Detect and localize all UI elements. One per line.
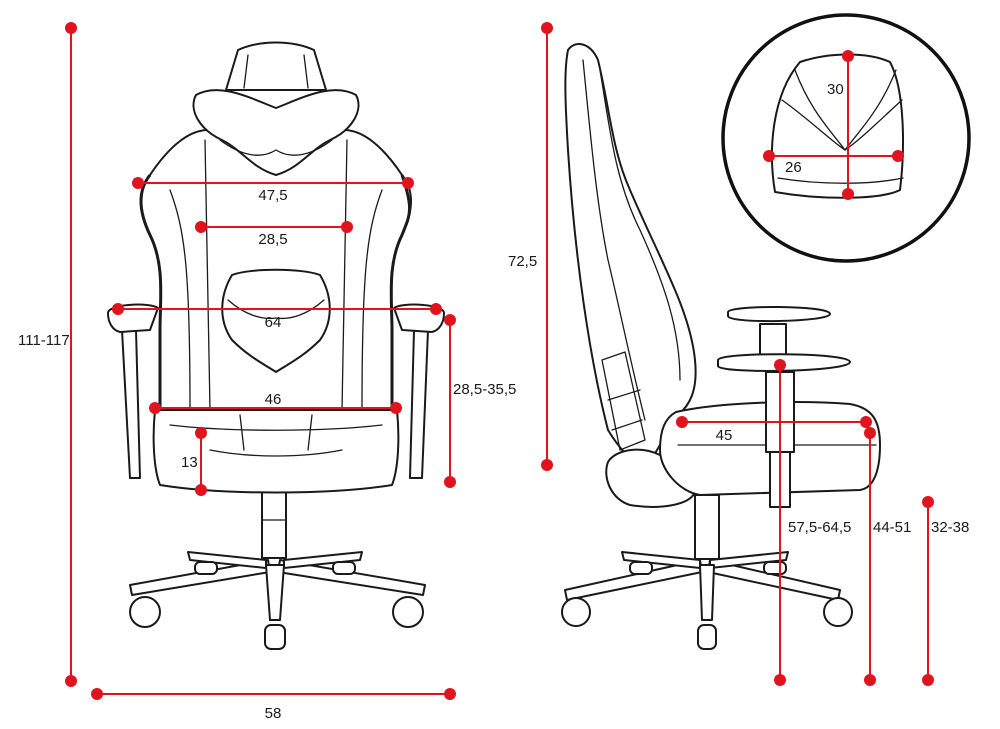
cylinder-height-label: 32-38: [931, 519, 969, 536]
dimension-lines: [65, 22, 934, 700]
seat-cushion-height-label: 13: [181, 454, 198, 471]
front-chair-drawing: [107, 41, 445, 650]
seat-depth-label: 45: [716, 427, 733, 444]
pillow-height-label: 30: [827, 81, 844, 98]
side-chair-drawing: [561, 43, 881, 650]
armrest-height-label: 28,5-35,5: [453, 381, 516, 398]
base-width-label: 58: [265, 705, 282, 722]
seat-width-label: 46: [265, 391, 282, 408]
armrest-span-label: 64: [265, 314, 282, 331]
pillow-width-label: 26: [785, 159, 802, 176]
headrest-rest-width-label: 28,5: [258, 231, 287, 248]
shoulder-width-label: 47,5: [258, 187, 287, 204]
dimension-labels: 111-117 58 47,5 28,5 64 46 13 28,5-35,5 …: [18, 81, 969, 722]
overall-height-label: 111-117: [18, 332, 70, 349]
seat-floor-height-label: 44-51: [873, 519, 911, 536]
backrest-height-label: 72,5: [508, 253, 537, 270]
pillow-detail-inset: [721, 13, 971, 263]
armrest-floor-height-label: 57,5-64,5: [788, 519, 851, 536]
